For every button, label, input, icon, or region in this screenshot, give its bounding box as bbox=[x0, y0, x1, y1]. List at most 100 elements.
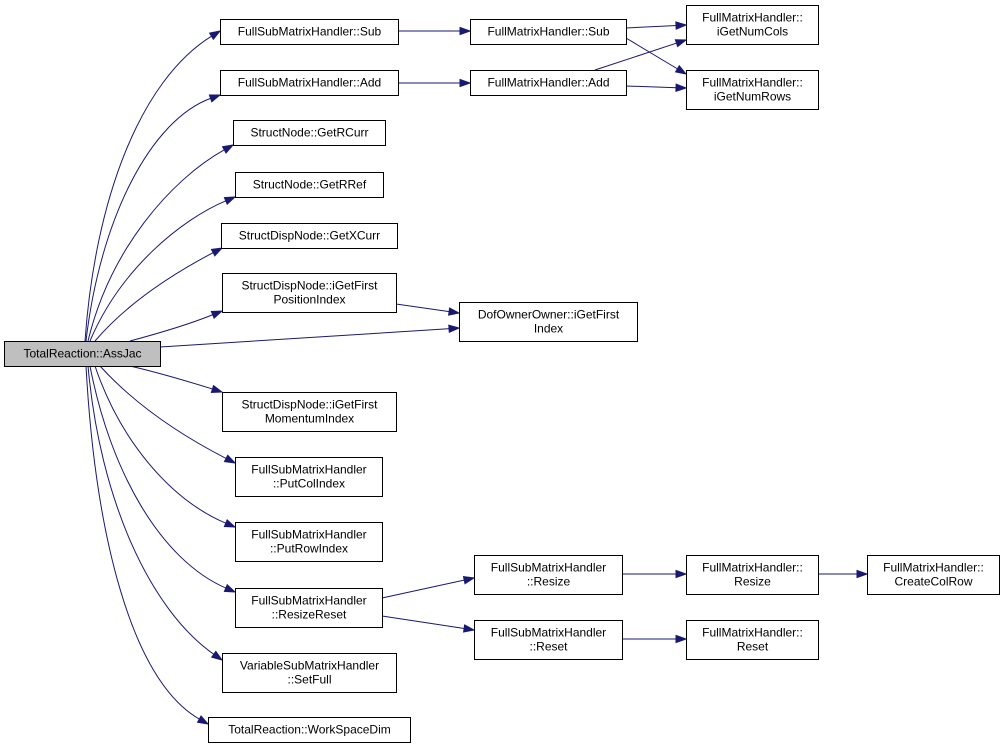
node-label-line: iGetNumCols bbox=[717, 25, 788, 39]
node-box[interactable] bbox=[221, 223, 398, 249]
edge-root-to-sdn_momidx bbox=[129, 365, 224, 393]
edge-arrowhead bbox=[223, 583, 237, 593]
node-sn-getrref[interactable]: StructNode::GetRRef bbox=[235, 172, 384, 198]
node-box[interactable] bbox=[235, 522, 383, 562]
node-label-line: FullSubMatrixHandler bbox=[491, 626, 606, 640]
node-box[interactable] bbox=[474, 555, 623, 595]
edge-line bbox=[381, 579, 466, 599]
edge-arrowhead bbox=[675, 634, 688, 644]
edge-root-to-vsmh_setfull bbox=[87, 365, 224, 661]
node-label-line: FullSubMatrixHandler bbox=[251, 528, 366, 542]
node-box[interactable] bbox=[4, 341, 161, 367]
edge-line bbox=[129, 365, 214, 390]
node-label-line: PositionIndex bbox=[273, 293, 345, 307]
edge-line bbox=[87, 365, 215, 656]
edge-arrowhead bbox=[223, 454, 237, 464]
edge-arrowhead bbox=[223, 518, 237, 528]
nodes-layer: TotalReaction::AssJacFullSubMatrixHandle… bbox=[4, 5, 1000, 743]
node-label-line: FullSubMatrixHandler::Add bbox=[238, 76, 381, 90]
node-box[interactable] bbox=[686, 70, 819, 110]
node-label-line: FullMatrixHandler:: bbox=[883, 561, 984, 575]
edge-line bbox=[381, 615, 466, 630]
node-label-line: ::PutRowIndex bbox=[270, 542, 348, 556]
node-label-line: StructDispNode::iGetFirst bbox=[241, 398, 378, 412]
node-box[interactable] bbox=[470, 19, 627, 45]
node-fmh-numcols[interactable]: FullMatrixHandler::iGetNumCols bbox=[686, 5, 819, 45]
edge-fmh_add-to-fmh_numrows bbox=[625, 83, 688, 92]
edge-fmh_add-to-fmh_numcols bbox=[594, 39, 688, 71]
node-tr-wsd[interactable]: TotalReaction::WorkSpaceDim bbox=[208, 717, 411, 743]
edge-line bbox=[89, 200, 227, 342]
node-fmh-reset[interactable]: FullMatrixHandler::Reset bbox=[686, 620, 819, 660]
node-fmh-sub[interactable]: FullMatrixHandler::Sub bbox=[470, 19, 627, 45]
edge-line bbox=[625, 37, 679, 70]
node-box[interactable] bbox=[220, 19, 399, 45]
node-vsmh-setfull[interactable]: VariableSubMatrixHandler::SetFull bbox=[222, 653, 397, 693]
edge-fsmh_resizereset-to-fsmh_reset bbox=[381, 615, 476, 633]
edge-arrowhead bbox=[674, 39, 688, 48]
node-fmh-numrows[interactable]: FullMatrixHandler::iGetNumRows bbox=[686, 70, 819, 110]
edge-root-to-tr_wsd bbox=[85, 365, 210, 725]
edge-fmh_sub-to-fmh_numrows bbox=[625, 37, 688, 75]
node-fsmh-reset[interactable]: FullSubMatrixHandler::Reset bbox=[474, 620, 623, 660]
edge-fsmh_sub-to-fmh_sub bbox=[398, 26, 472, 36]
node-fsmh-sub[interactable]: FullSubMatrixHandler::Sub bbox=[220, 19, 399, 45]
edge-fsmh_reset-to-fmh_reset bbox=[622, 634, 688, 644]
node-box[interactable] bbox=[220, 70, 399, 96]
edge-arrowhead bbox=[196, 715, 210, 725]
node-box[interactable] bbox=[686, 555, 819, 595]
edge-root-to-fsmh_putrow bbox=[94, 365, 237, 528]
node-sn-getrcurr[interactable]: StructNode::GetRCurr bbox=[233, 120, 386, 146]
node-box[interactable] bbox=[686, 5, 819, 45]
edge-arrowhead bbox=[675, 569, 688, 579]
edge-root-to-sdn_posidx bbox=[129, 310, 224, 342]
node-fmh-add[interactable]: FullMatrixHandler::Add bbox=[470, 70, 627, 96]
node-box[interactable] bbox=[470, 70, 627, 96]
node-box[interactable] bbox=[222, 653, 397, 693]
edge-root-to-sn_getrcurr bbox=[87, 144, 235, 342]
node-label-line: iGetNumRows bbox=[714, 90, 791, 104]
node-label-line: FullSubMatrixHandler::Sub bbox=[238, 25, 382, 39]
edge-root-to-fsmh_sub bbox=[84, 30, 222, 342]
node-fsmh-resize[interactable]: FullSubMatrixHandler::Resize bbox=[474, 555, 623, 595]
edge-line bbox=[84, 35, 213, 342]
node-label-line: StructNode::GetRRef bbox=[253, 178, 367, 192]
node-fsmh-putrow[interactable]: FullSubMatrixHandler::PutRowIndex bbox=[235, 522, 383, 562]
node-box[interactable] bbox=[474, 620, 623, 660]
node-box[interactable] bbox=[686, 620, 819, 660]
edge-arrowhead bbox=[210, 247, 224, 257]
node-label-line: FullMatrixHandler:: bbox=[702, 561, 803, 575]
edge-arrowhead bbox=[675, 83, 688, 92]
node-label-line: FullMatrixHandler::Add bbox=[487, 76, 609, 90]
node-label-line: VariableSubMatrixHandler bbox=[240, 659, 379, 673]
node-box[interactable] bbox=[208, 717, 411, 743]
edge-root-to-fsmh_add bbox=[85, 94, 222, 342]
node-fsmh-resizereset[interactable]: FullSubMatrixHandler::ResizeReset bbox=[235, 588, 383, 628]
edge-line bbox=[87, 148, 226, 342]
node-box[interactable] bbox=[235, 588, 383, 628]
node-box[interactable] bbox=[459, 302, 638, 342]
node-box[interactable] bbox=[235, 172, 384, 198]
edge-line bbox=[625, 85, 678, 89]
edge-line bbox=[594, 42, 678, 71]
node-sdn-getxcurr[interactable]: StructDispNode::GetXCurr bbox=[221, 223, 398, 249]
node-box[interactable] bbox=[222, 392, 397, 432]
node-box[interactable] bbox=[867, 555, 1000, 595]
node-box[interactable] bbox=[233, 120, 386, 146]
node-box[interactable] bbox=[235, 457, 383, 497]
edge-arrowhead bbox=[210, 310, 224, 319]
node-label-line: MomentumIndex bbox=[265, 412, 354, 426]
node-fsmh-putcol[interactable]: FullSubMatrixHandler::PutColIndex bbox=[235, 457, 383, 497]
node-fmh-resize[interactable]: FullMatrixHandler::Resize bbox=[686, 555, 819, 595]
node-root[interactable]: TotalReaction::AssJac bbox=[4, 341, 161, 367]
node-label-line: StructDispNode::GetXCurr bbox=[239, 229, 380, 243]
node-fsmh-add[interactable]: FullSubMatrixHandler::Add bbox=[220, 70, 399, 96]
edge-root-to-sn_getrref bbox=[89, 196, 237, 342]
edge-arrowhead bbox=[447, 307, 461, 316]
node-box[interactable] bbox=[222, 273, 397, 313]
node-fmh-createcolrow[interactable]: FullMatrixHandler::CreateColRow bbox=[867, 555, 1000, 595]
